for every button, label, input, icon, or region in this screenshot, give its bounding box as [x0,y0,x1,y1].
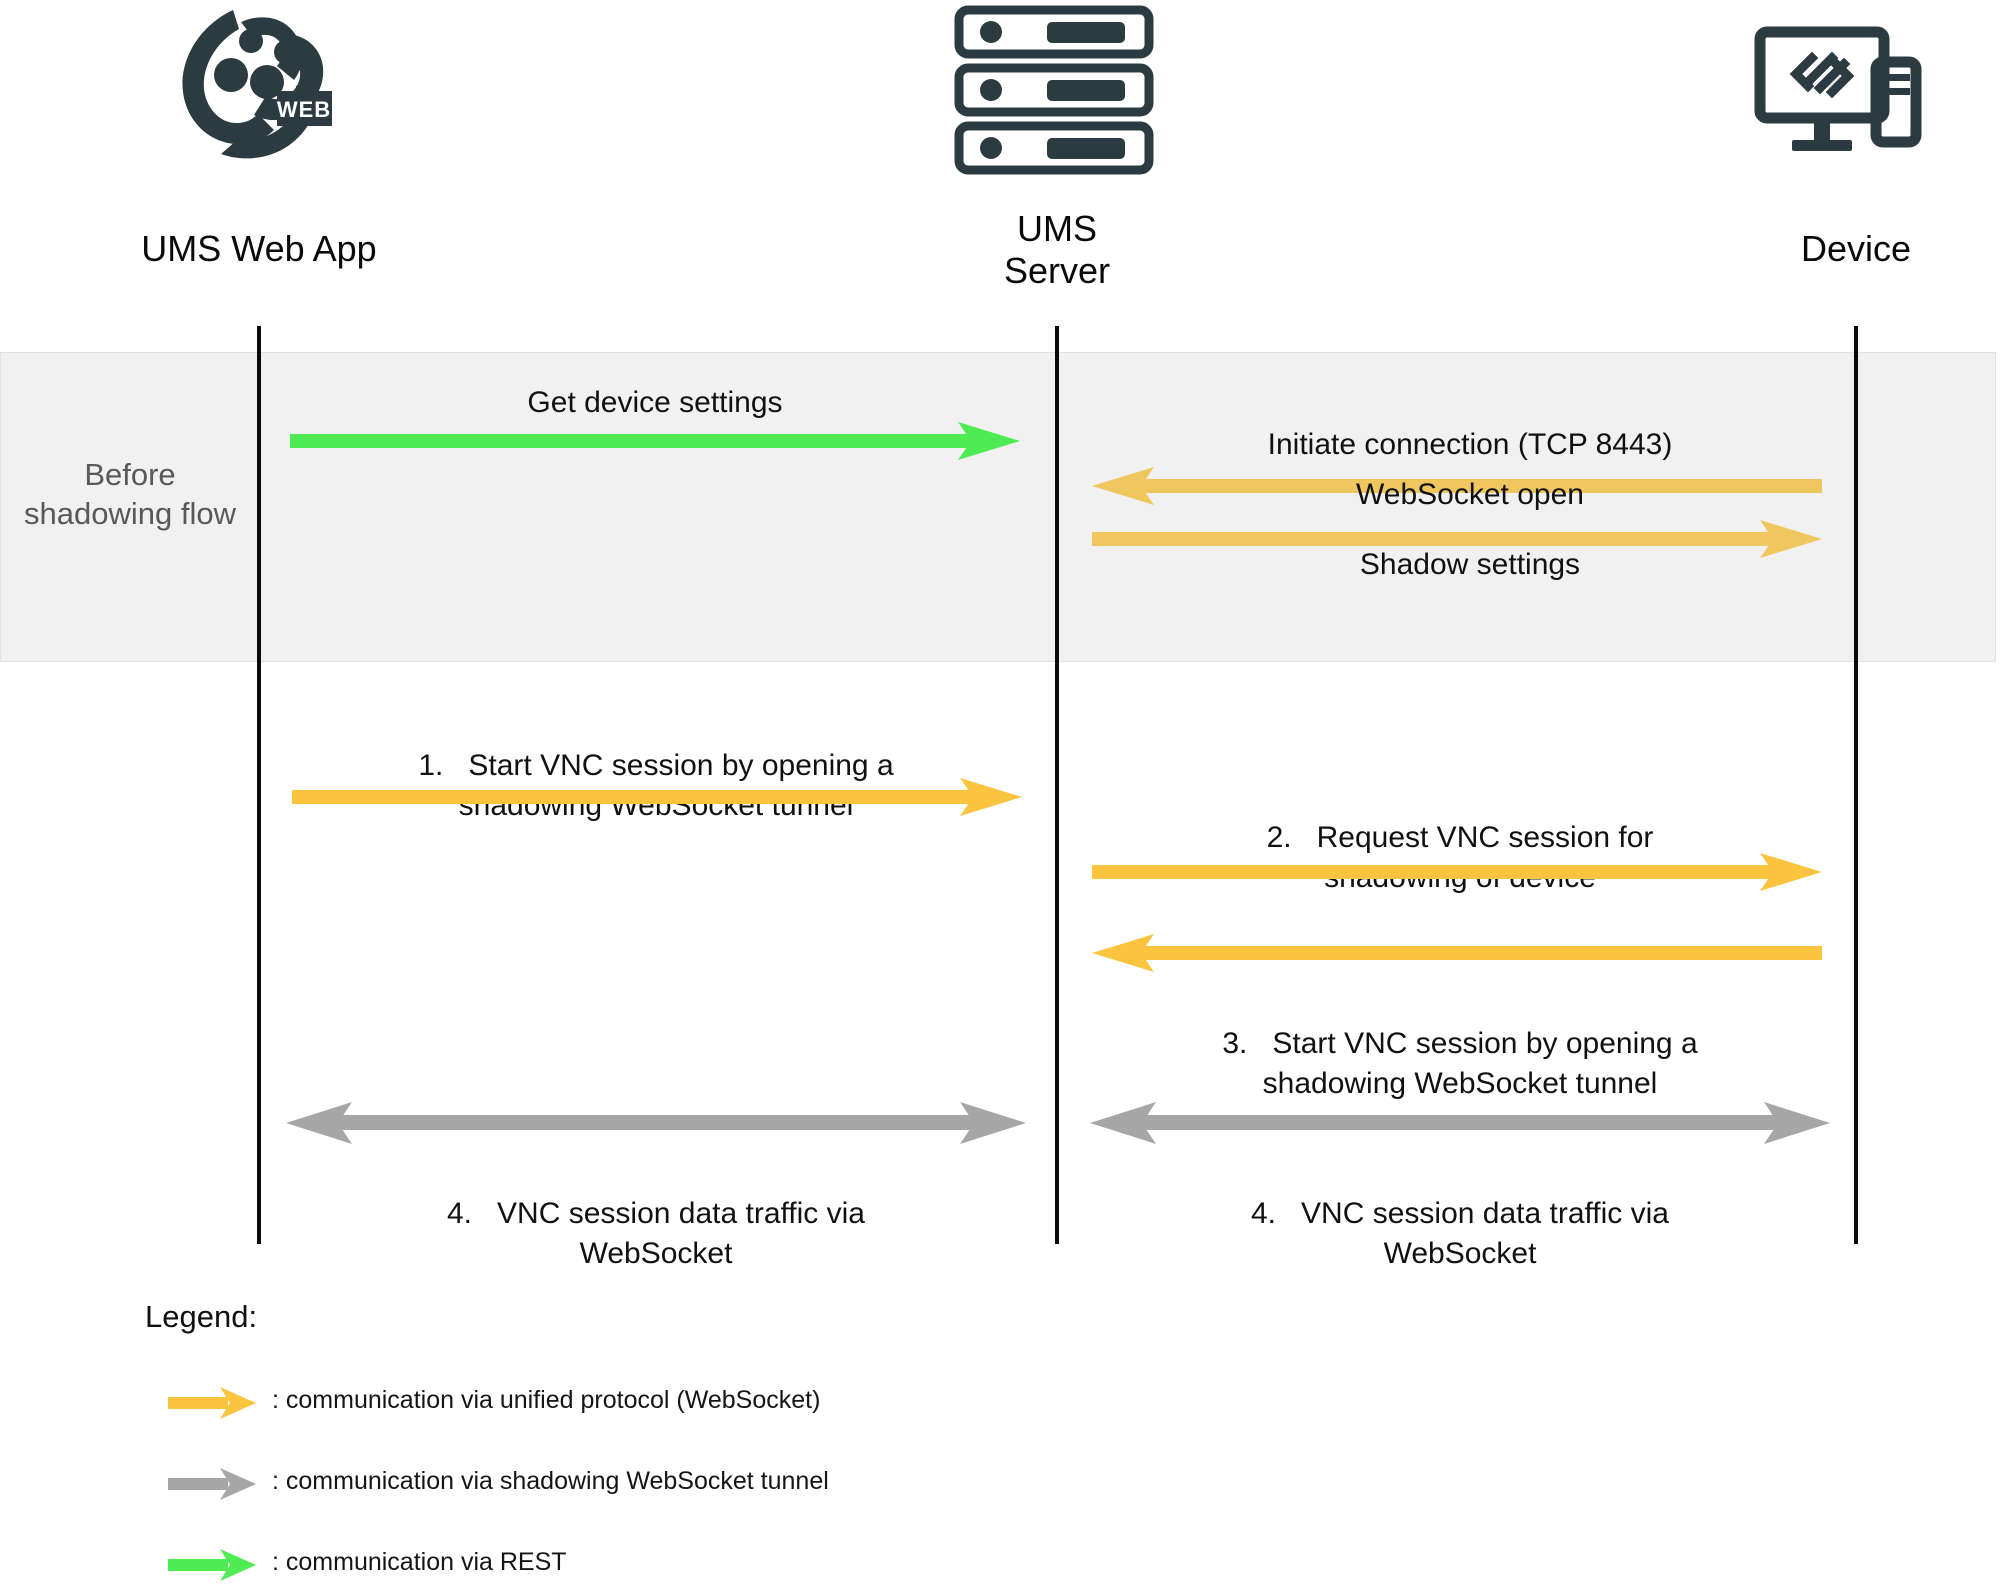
step-number-3: 3. [1222,1027,1248,1060]
ums-web-logo-icon: WEB [159,4,359,184]
step-number-4-right: 4. [1251,1197,1277,1230]
message-arrow-step-3 [1092,932,1822,974]
step-text-3: Start VNC session by opening a shadowing… [1262,1027,1698,1100]
step-number-2: 2. [1266,821,1292,854]
actor-label-ums-server: UMS Server [1003,208,1111,291]
message-label-shadow-settings: Shadow settings [1359,548,1581,581]
message-label-initiate-connection: Initiate connection (TCP 8443) [1267,428,1673,461]
step-text-4-right: VNC session data traffic via WebSocket [1301,1197,1669,1270]
phase-band-before-shadowing [0,352,1996,662]
message-arrow-step-4-left [286,1100,1026,1146]
message-arrow-step-1 [292,776,1022,818]
actor-label-ums-web-app: UMS Web App [141,228,377,269]
server-rack-icon [947,4,1163,176]
step-text-4-left: VNC session data traffic via WebSocket [497,1197,865,1270]
step-number-4-left: 4. [447,1197,473,1230]
legend-text-shadow-tunnel: : communication via shadowing WebSocket … [272,1467,829,1495]
message-arrow-get-device-settings [290,420,1020,462]
message-arrow-step-2 [1092,851,1822,893]
message-label-get-device-settings: Get device settings [527,386,783,419]
message-label-step-1: 1. Start VNC session by opening a shadow… [286,706,1026,826]
message-label-step-3: 3. Start VNC session by opening a shadow… [1090,984,1830,1104]
message-label-websocket-open: WebSocket open [1356,478,1584,511]
lifeline-ums-server [1055,326,1059,1244]
legend-text-rest: : communication via REST [272,1548,567,1576]
legend-title: Legend: [145,1299,258,1334]
legend-arrow-rest-icon [168,1548,256,1582]
step-number-1: 1. [418,749,444,782]
message-arrow-websocket-open [1092,518,1822,560]
phase-label: Before shadowing flow [24,457,236,531]
desktop-device-icon [1752,24,1952,174]
lifeline-ums-web-app [257,326,261,1244]
legend-arrow-websocket-icon [168,1386,256,1420]
lifeline-device [1854,326,1858,1244]
actor-label-device: Device [1800,228,1912,269]
message-label-step-4-right: 4. VNC session data traffic via WebSocke… [1090,1154,1830,1274]
message-arrow-initiate-connection [1092,465,1822,507]
message-arrow-step-4-right [1090,1100,1830,1146]
message-label-step-4-left: 4. VNC session data traffic via WebSocke… [286,1154,1026,1274]
legend-arrow-shadow-tunnel-icon [168,1467,256,1501]
legend-text-websocket: : communication via unified protocol (We… [272,1386,821,1414]
svg-text:WEB: WEB [277,97,331,122]
step-text-1: Start VNC session by opening a shadowing… [458,749,894,822]
